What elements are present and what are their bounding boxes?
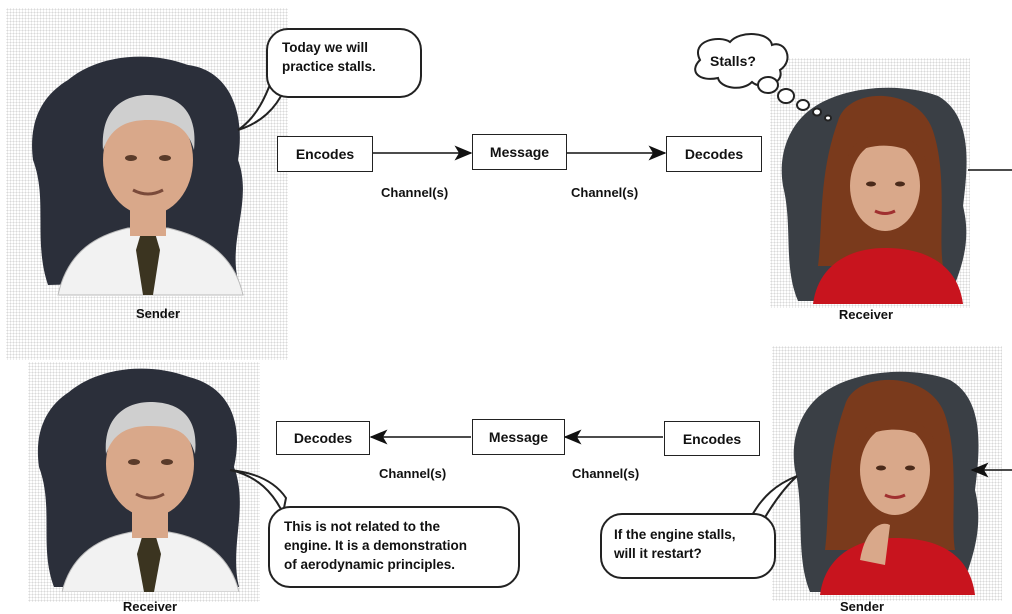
channel-label-top-1: Channel(s) <box>381 185 449 200</box>
speech-line: If the engine stalls, <box>614 527 736 542</box>
message-box-top: Message <box>472 134 567 170</box>
channel-label-bottom-1: Channel(s) <box>379 466 447 481</box>
speech-line: This is not related to the <box>284 519 441 534</box>
thought-text: Stalls? <box>710 53 756 69</box>
encodes-box-bottom: Encodes <box>664 421 760 456</box>
decodes-box-top: Decodes <box>666 136 762 172</box>
speech-line: will it restart? <box>614 546 702 561</box>
speech-bubble-bottom-right: If the engine stalls, will it restart? <box>600 513 776 579</box>
message-box-bottom: Message <box>472 419 565 455</box>
channel-label-top-2: Channel(s) <box>571 185 639 200</box>
speech-bubble-bottom-left: This is not related to the engine. It is… <box>268 506 520 588</box>
receiver-woman-portrait-top <box>781 87 967 304</box>
channel-label-bottom-2: Channel(s) <box>572 466 640 481</box>
speech-bubble-top: Today we will practice stalls. <box>266 28 422 98</box>
speech-line: Today we will <box>282 40 369 55</box>
sender-woman-portrait-bottom <box>793 371 979 595</box>
thought-bubble: Stalls? <box>694 33 832 122</box>
receiver-label-bottom: Receiver <box>122 599 178 614</box>
receiver-man-portrait-bottom <box>37 368 240 592</box>
decodes-box-bottom: Decodes <box>276 421 370 455</box>
sender-label-bottom: Sender <box>839 599 885 614</box>
speech-line: engine. It is a demonstration <box>284 538 468 553</box>
sender-label-top: Sender <box>135 306 181 321</box>
speech-tail-bottom-left <box>229 469 288 517</box>
sender-man-portrait-top <box>32 56 244 296</box>
speech-line: of aerodynamic principles. <box>284 557 456 572</box>
receiver-label-top: Receiver <box>838 307 894 322</box>
encodes-box-top: Encodes <box>277 136 373 172</box>
speech-line: practice stalls. <box>282 59 376 74</box>
